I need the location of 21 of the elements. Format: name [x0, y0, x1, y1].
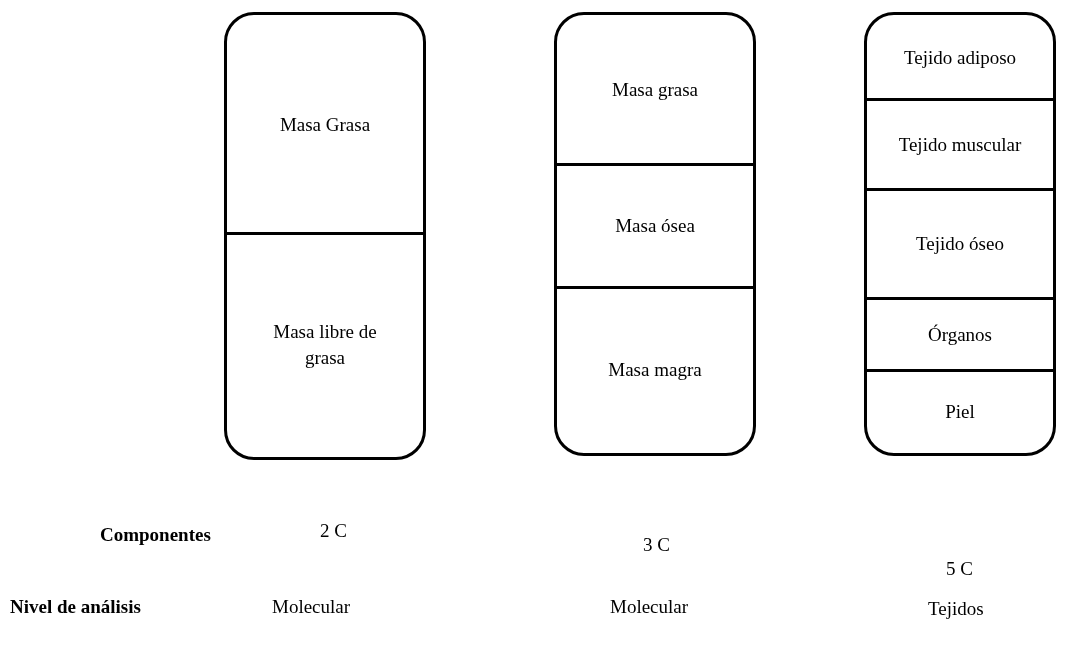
- segment-label: Masa grasa: [557, 15, 753, 165]
- row-heading: Nivel de análisis: [10, 596, 141, 618]
- analysis-level: Molecular: [272, 596, 351, 618]
- segment-label: Tejido óseo: [867, 188, 1053, 297]
- segment-label: Masa ósea: [557, 163, 753, 286]
- segment-label: Tejido adiposo: [867, 15, 1053, 100]
- analysis-level: Molecular: [610, 596, 689, 618]
- segment-label: Piel: [867, 369, 1053, 451]
- column-box: [864, 12, 1056, 456]
- row-heading: Componentes: [100, 524, 211, 546]
- column-box: [224, 12, 426, 460]
- segment-label: Órganos: [867, 297, 1053, 369]
- column-box: [554, 12, 756, 456]
- segment-label: Masa magra: [557, 286, 753, 451]
- component-count: 3 C: [643, 534, 670, 556]
- segment-label: Tejido muscular: [867, 98, 1053, 188]
- segment-label: Masa libre de grasa: [227, 232, 423, 455]
- segment-label: Masa Grasa: [227, 15, 423, 234]
- component-count: 5 C: [946, 558, 973, 580]
- component-count: 2 C: [320, 520, 347, 542]
- analysis-level: Tejidos: [928, 598, 984, 620]
